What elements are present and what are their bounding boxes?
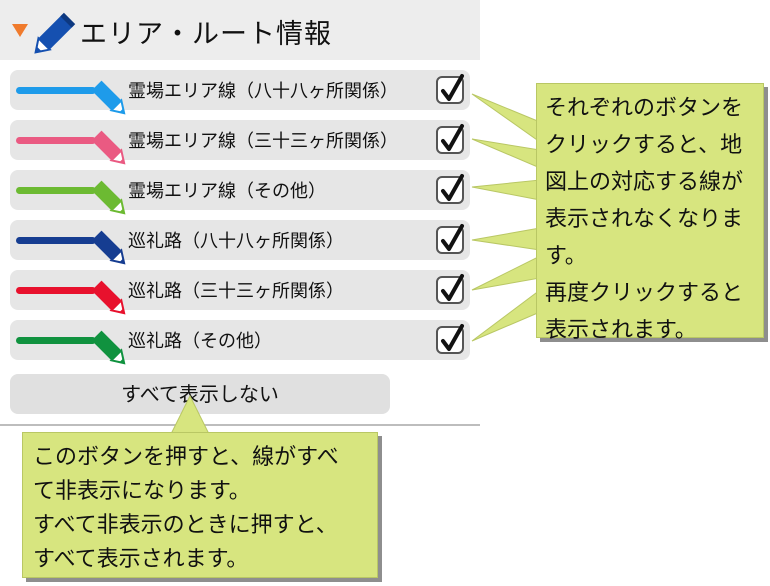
pencil-icon (88, 327, 132, 375)
line-swatch (16, 337, 96, 344)
callout-line: このボタンを押すと、線がすべ (33, 445, 339, 470)
layer-checkbox[interactable] (436, 74, 464, 104)
layer-label: 巡礼路（その他） (128, 331, 272, 352)
layer-toggle-row[interactable]: 霊場エリア線（その他） (10, 170, 470, 215)
layer-toggle-row[interactable]: 巡礼路（八十八ヶ所関係） (10, 220, 470, 265)
layer-checkbox[interactable] (436, 124, 464, 154)
line-swatch (16, 87, 96, 94)
callout-line: それぞれのボタンを (545, 96, 744, 121)
layer-toggle-row[interactable]: 巡礼路（その他） (10, 320, 470, 365)
layer-toggle-row[interactable]: 霊場エリア線（三十三ヶ所関係） (10, 120, 470, 165)
layer-label: 霊場エリア線（三十三ヶ所関係） (128, 131, 398, 152)
callout-line: す。 (545, 244, 587, 269)
layer-checkbox[interactable] (436, 174, 464, 204)
layer-checkbox[interactable] (436, 324, 464, 354)
callout-line: すべて非表示のときに押すと、 (33, 513, 338, 538)
line-swatch (16, 237, 96, 244)
hide-all-button[interactable]: すべて表示しない (10, 374, 390, 414)
triangle-down-icon[interactable] (12, 24, 28, 37)
callout-hide-all-help: このボタンを押すと、線がすべ て非表示になります。 すべて非表示のときに押すと、… (22, 432, 378, 578)
layer-toggle-row[interactable]: 霊場エリア線（八十八ヶ所関係） (10, 70, 470, 115)
panel-header[interactable]: エリア・ルート情報 (0, 0, 480, 60)
pencil-icon (88, 77, 132, 125)
layer-label: 巡礼路（八十八ヶ所関係） (128, 231, 344, 252)
pencil-icon (28, 8, 80, 64)
callout-line: て非表示になります。 (33, 479, 251, 504)
layer-checkbox[interactable] (436, 224, 464, 254)
panel-divider (0, 424, 480, 426)
pencil-icon (88, 127, 132, 175)
callout-line: 図上の対応する線が (545, 170, 744, 195)
line-swatch (16, 287, 96, 294)
pencil-icon (88, 177, 132, 225)
callout-line: 表示されなくなりま (545, 207, 744, 232)
layer-label: 霊場エリア線（その他） (128, 181, 326, 202)
line-swatch (16, 137, 96, 144)
layer-toggle-row[interactable]: 巡礼路（三十三ヶ所関係） (10, 270, 470, 315)
callout-line: すべて表示されます。 (33, 547, 249, 572)
callout-line: 表示されます。 (545, 318, 697, 343)
callout-line: クリックすると、地 (545, 133, 743, 158)
layer-checkbox[interactable] (436, 274, 464, 304)
line-swatch (16, 187, 96, 194)
callout-line: 再度クリックすると (545, 281, 744, 306)
layer-label: 巡礼路（三十三ヶ所関係） (128, 281, 344, 302)
callout-toggle-help: それぞれのボタンを クリックすると、地 図上の対応する線が 表示されなくなりま … (536, 83, 764, 343)
pencil-icon (88, 277, 132, 325)
pencil-icon (88, 227, 132, 275)
layer-label: 霊場エリア線（八十八ヶ所関係） (128, 81, 398, 102)
panel-title: エリア・ルート情報 (80, 19, 332, 50)
